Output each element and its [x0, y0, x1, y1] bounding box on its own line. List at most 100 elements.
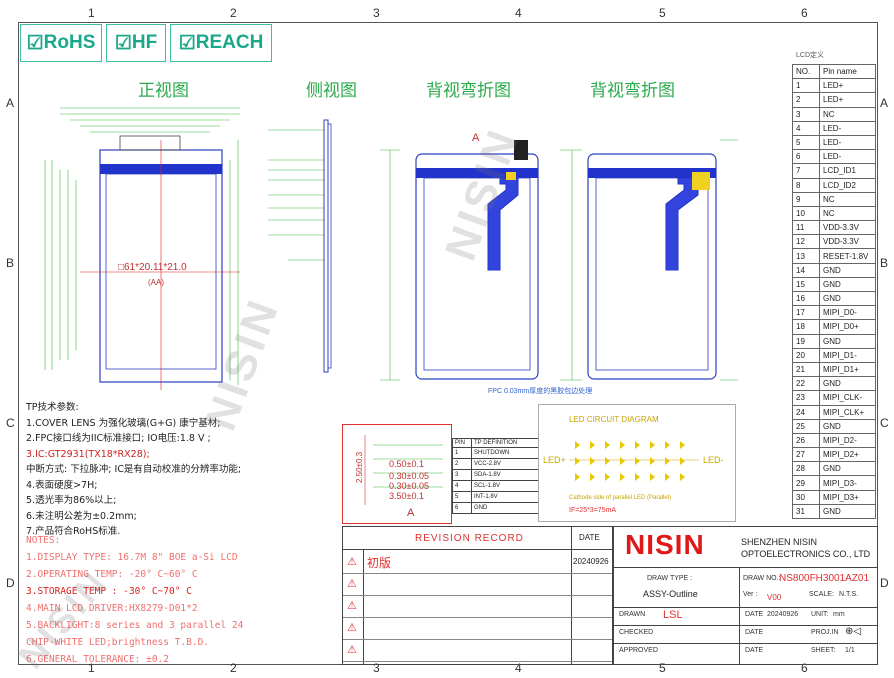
revision-triangle-icon: ⚠ — [347, 556, 357, 568]
tp-pin-def: VCC-2.8V — [471, 458, 539, 470]
pin-name: GND — [819, 376, 876, 392]
tp-pin-header-no: PIN — [452, 438, 472, 448]
lcd-notes-title: NOTES: — [26, 535, 61, 546]
revision-row: ⚠ — [343, 595, 613, 618]
side-view-title: 侧视图 — [306, 81, 357, 101]
scale-label: SCALE: — [809, 591, 834, 598]
pin-number: 17 — [792, 305, 820, 321]
led-diode-icon — [680, 457, 685, 465]
front-aa-label: (AA) — [148, 278, 164, 287]
check-icon: ☑ — [26, 32, 44, 54]
pin-number: 19 — [792, 333, 820, 349]
company-name-1: SHENZHEN NISIN — [741, 537, 818, 547]
pin-name: LCD_ID1 — [819, 163, 876, 179]
tp-notes-title: TP技术参数: — [26, 402, 79, 413]
side-view — [268, 100, 348, 380]
led-diode-icon — [590, 441, 595, 449]
back-view-2-drawing — [560, 139, 738, 381]
pin-number: 3 — [792, 106, 820, 122]
pin-name: LED- — [819, 134, 876, 151]
tp-pin-no: 2 — [452, 458, 472, 470]
pin-name: GND — [819, 290, 876, 307]
drawn-date-label: DATE — [745, 611, 764, 618]
draw-no-value: NS800FH3001AZ01 — [779, 573, 870, 584]
pin-number: 13 — [792, 248, 820, 264]
rohs-badge: ☑RoHS — [20, 24, 102, 62]
draw-no-label: DRAW NO.: — [743, 575, 781, 582]
tb-divider-4 — [613, 643, 877, 644]
drawn-date-value: 20240926 — [767, 611, 799, 618]
led-circuit-box: LED CIRCUIT DIAGRAM LED+ LED- Cathode si… — [538, 404, 736, 522]
grid-top-1: 1 — [88, 6, 95, 20]
led-diode-icon — [680, 473, 685, 481]
pin-name: MIPI_D3+ — [819, 489, 876, 505]
led-diode-icon — [590, 457, 595, 465]
tp-note-line: 2.FPC接口线为IIC标准接口; IO电压:1.8 V ; — [26, 433, 211, 444]
pin-number: 23 — [792, 390, 820, 406]
pin-name: NC — [819, 191, 876, 207]
tp-pin-no: 3 — [452, 469, 472, 481]
back-view-1: A — [380, 100, 550, 390]
pin-number: 22 — [792, 376, 820, 392]
ver-label: Ver : — [743, 591, 758, 598]
led-diode-icon — [575, 441, 580, 449]
pin-name: GND — [819, 262, 876, 278]
tp-note-line: 5.透光率为86%以上; — [26, 495, 117, 506]
led-diode-icon — [665, 473, 670, 481]
rev-divider — [343, 549, 613, 550]
pin-name: MIPI_D0+ — [819, 319, 876, 335]
detail-vertical-dim: 2.50±0.3 — [355, 451, 364, 483]
revision-row: ⚠ — [343, 617, 613, 640]
pin-name: MIPI_CLK+ — [819, 404, 876, 420]
revision-description: 初版 — [367, 556, 392, 570]
front-view-title: 正视图 — [138, 81, 189, 101]
led-plus-label: LED+ — [543, 455, 566, 465]
revision-title: REVISION RECORD — [415, 533, 524, 544]
draw-type-value: ASSY-Outline — [643, 589, 698, 599]
unit-value: mm — [833, 611, 845, 618]
led-diode-icon — [680, 441, 685, 449]
grid-right-A: A — [880, 96, 889, 110]
pin-number: 18 — [792, 319, 820, 335]
grid-right-D: D — [880, 576, 889, 590]
pin-number: 16 — [792, 290, 820, 307]
lcd-note-line: 5.BACKLIGHT:8 series and 3 parallel 24 — [26, 620, 244, 631]
led-diode-icon — [665, 457, 670, 465]
grid-bottom-5: 5 — [659, 661, 666, 675]
tp-pin-no: 6 — [452, 502, 472, 514]
led-diode-icon — [635, 441, 640, 449]
led-note-2: IF=25*3=75mA — [569, 507, 617, 514]
led-diode-icon — [650, 441, 655, 449]
tp-pin-header-def: TP DEFINITION — [471, 438, 539, 448]
back-view-2 — [560, 100, 740, 390]
reach-badge: ☑REACH — [170, 24, 272, 62]
pin-number: 11 — [792, 220, 820, 236]
grid-top-2: 2 — [230, 6, 237, 20]
revision-triangle-icon: ⚠ — [347, 622, 357, 634]
pin-name: MIPI_D1+ — [819, 361, 876, 378]
tp-pin-no: 1 — [452, 447, 472, 459]
pin-name: VDD-3.3V — [819, 220, 876, 236]
detail-dim-1: 0.50±0.1 — [389, 459, 424, 469]
back-view-title-2: 背视弯折图 — [590, 81, 675, 101]
pin-name: NC — [819, 106, 876, 122]
tp-notes: TP技术参数: 1.COVER LENS 为强化玻璃(G+G) 康宁基材; 2.… — [26, 400, 241, 540]
led-diode-icon — [590, 473, 595, 481]
checked-date-label: DATE — [745, 629, 764, 636]
led-diode-icon — [620, 441, 625, 449]
proj-label: PROJ.IN — [811, 629, 839, 636]
revision-triangle-icon: ⚠ — [347, 578, 357, 590]
